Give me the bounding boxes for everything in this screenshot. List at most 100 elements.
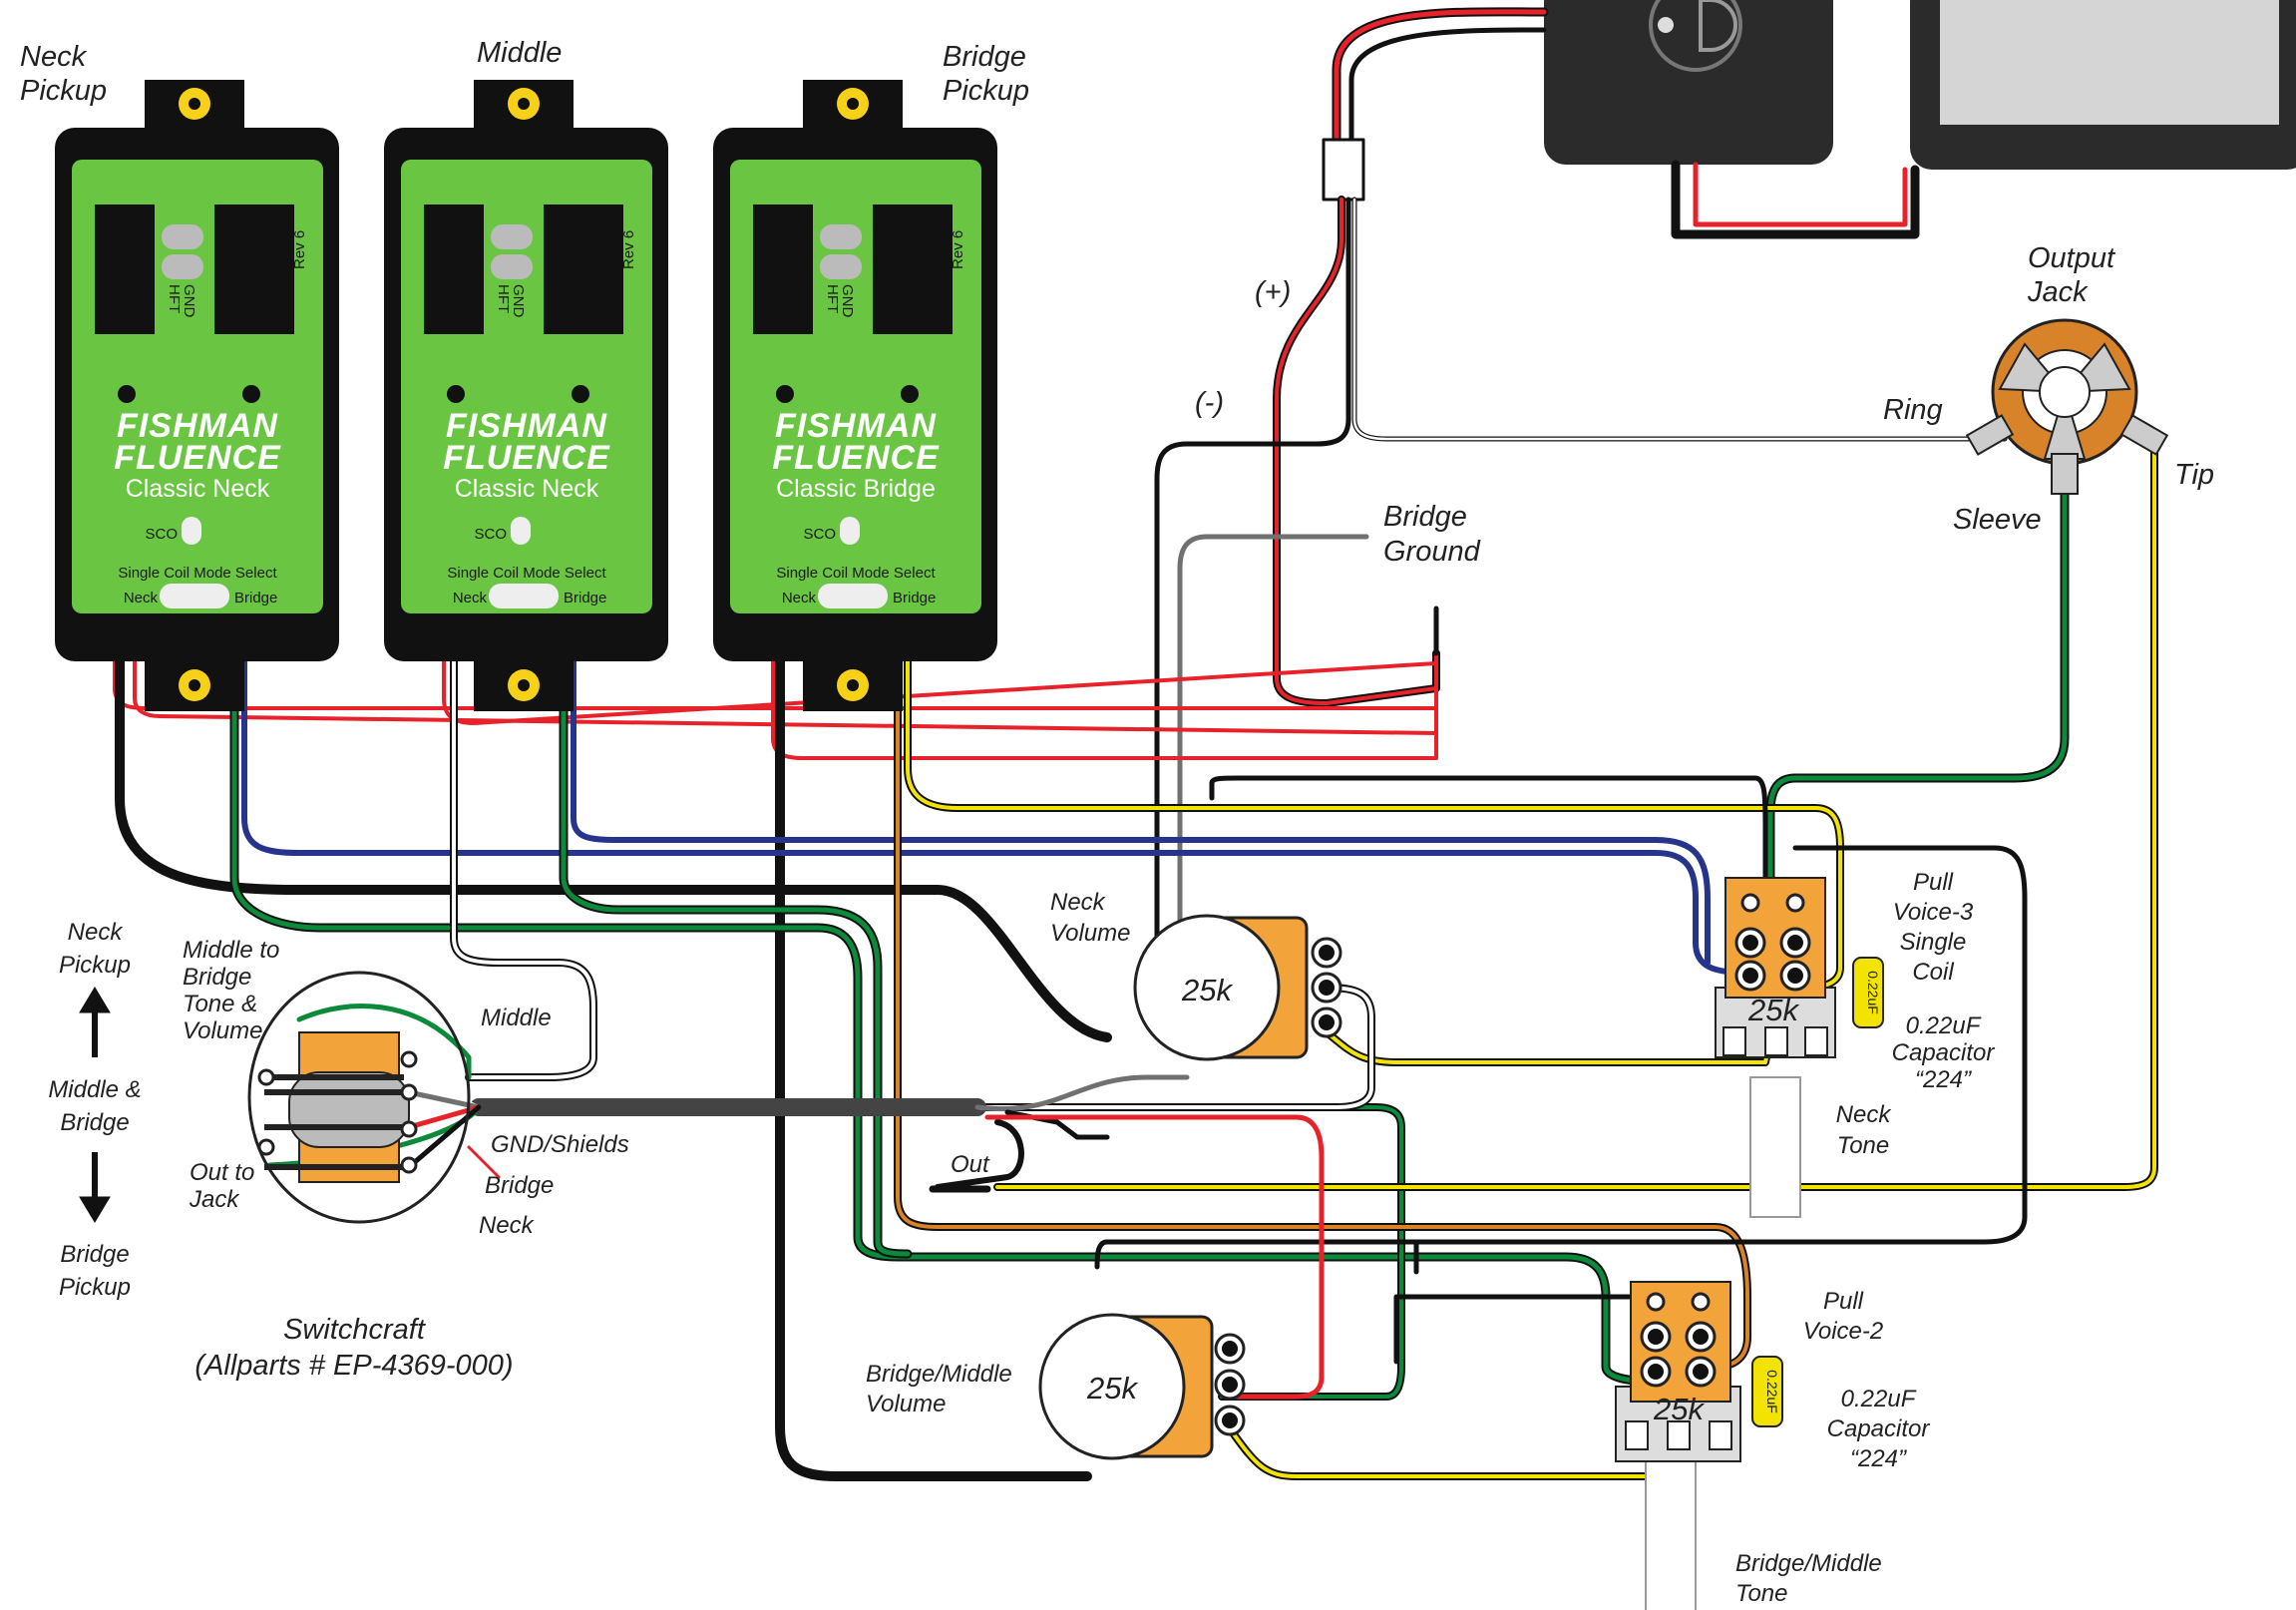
neck-tone-pot <box>1715 877 1836 1218</box>
switch-mb-label-2: Bridge <box>60 1109 129 1136</box>
neck-cap-text-3: “224” <box>1915 1066 1972 1093</box>
neck-black-wire <box>115 394 1112 1042</box>
switch-mb-label-1: Middle & <box>48 1076 141 1103</box>
battery-black-wire <box>1348 27 1547 153</box>
bm-cap-body: 0.22uF <box>1764 1370 1780 1413</box>
pickup-hft: HFT <box>824 284 841 313</box>
switchcraft-label-1: Switchcraft <box>283 1314 427 1346</box>
switchcraft-switch <box>247 971 471 1224</box>
pickup-left-tag: Neck <box>453 590 488 606</box>
neck-volume-label-2: Volume <box>1050 920 1130 947</box>
mtb-label-2: Bridge <box>183 964 251 991</box>
bridge-pickup-pcb: FISHMAN FLUENCE Classic Bridge SCO Singl… <box>753 204 966 608</box>
pickup-rev: Rev 6 <box>291 230 308 269</box>
neck-tone-value: 25k <box>1747 993 1799 1027</box>
bridge-ground-label-2: Ground <box>1383 536 1481 568</box>
pickup-rev: Rev 6 <box>620 230 637 269</box>
mtb-label-3: Tone & <box>183 991 257 1017</box>
mtb-label-4: Volume <box>183 1017 262 1044</box>
middle-blue-wire <box>571 386 1711 966</box>
pickup-gnd: GND <box>181 284 197 318</box>
neck-volume-value: 25k <box>1181 973 1233 1007</box>
pickup-left-tag: Neck <box>124 590 159 606</box>
pull-voice3-label-1: Pull <box>1913 869 1954 896</box>
bridge-pickup-title-2: Pickup <box>943 75 1029 107</box>
pickup-series: FLUENCE <box>114 439 281 477</box>
neck-cap-text-1: 0.22uF <box>1906 1012 1982 1039</box>
pickup-right-tag: Bridge <box>564 590 606 606</box>
middle-pickup <box>384 80 668 711</box>
bm-volume-pot <box>1038 1313 1246 1460</box>
plus-label: (+) <box>1255 276 1291 308</box>
pickup-mode-select: Single Coil Mode Select <box>118 565 277 582</box>
switch-bridge-label-2: Pickup <box>59 1274 131 1301</box>
bm-tone-label-2: Tone <box>1735 1580 1788 1607</box>
pickup-model: Classic Bridge <box>776 475 936 503</box>
minus-black-wire <box>1154 197 1351 941</box>
switch-middle-label: Middle <box>481 1005 552 1031</box>
neck-pickup-title-1: Neck <box>20 41 88 73</box>
pickup-hft: HFT <box>166 284 183 313</box>
neck-cap-text-2: Capacitor <box>1892 1039 1996 1066</box>
battery-cover <box>1910 0 2296 170</box>
switch-bridge-label-1: Bridge <box>60 1241 129 1268</box>
bm-cap-text-1: 0.22uF <box>1841 1386 1917 1412</box>
neck-volume-label-1: Neck <box>1050 889 1107 916</box>
bm-tone-pot <box>1615 1281 1741 1610</box>
bridge-ground-label-1: Bridge <box>1383 501 1467 533</box>
wires <box>113 7 2158 1481</box>
tip-label: Tip <box>2174 459 2214 491</box>
pickup-gnd: GND <box>510 284 527 318</box>
out-label: Out <box>951 1151 990 1178</box>
sleeve-label: Sleeve <box>1953 504 2042 536</box>
neck-tone-capacitor <box>1852 957 1884 1028</box>
output-jack-label-1: Output <box>2028 242 2116 274</box>
pickup-model: Classic Neck <box>126 475 270 503</box>
mtb-label-1: Middle to <box>183 937 279 964</box>
bridge-pickup-title-1: Bridge <box>943 41 1026 73</box>
neck-tone-label-1: Neck <box>1836 1101 1893 1128</box>
switch-neck-wire-label: Neck <box>479 1212 536 1239</box>
pickup-right-tag: Bridge <box>234 590 277 606</box>
neck-pickup-title-2: Pickup <box>20 75 107 107</box>
bm-volume-value: 25k <box>1086 1371 1138 1406</box>
pickup-brand: FISHMAN <box>446 407 607 445</box>
pickup-sco: SCO <box>474 526 507 543</box>
switch-arrows <box>79 987 111 1223</box>
pickup-sco: SCO <box>145 526 178 543</box>
output-jack <box>1965 318 2169 495</box>
neck-pickup <box>55 80 339 711</box>
pickup-series: FLUENCE <box>443 439 610 477</box>
switch-gnd-label: GND/Shields <box>491 1131 629 1158</box>
bm-cap-text-2: Capacitor <box>1827 1415 1931 1442</box>
bm-tone-capacitor <box>1751 1356 1783 1427</box>
ring-label: Ring <box>1883 394 1943 426</box>
minus-label: (-) <box>1195 387 1224 419</box>
sleeve-green-wire <box>1765 484 2070 898</box>
battery-connector <box>1322 138 1365 201</box>
switchcraft-label-2: (Allparts # EP-4369-000) <box>194 1350 513 1382</box>
middle-pickup-title: Middle <box>477 37 562 69</box>
pickup-model: Classic Neck <box>455 475 599 503</box>
bm-volume-label-1: Bridge/Middle <box>866 1361 1012 1388</box>
bm-tone-value: 25k <box>1653 1392 1705 1426</box>
pickup-sco: SCO <box>803 526 836 543</box>
pull-voice2-label-2: Voice-2 <box>1803 1318 1883 1345</box>
bridge-pickup <box>713 80 997 711</box>
bm-volume-label-2: Volume <box>866 1391 946 1417</box>
pickup-mode-select: Single Coil Mode Select <box>447 565 606 582</box>
pickup-series: FLUENCE <box>772 439 940 477</box>
battery-box <box>1544 0 1833 165</box>
pull-voice2-label-1: Pull <box>1823 1288 1864 1315</box>
bridge-black-wire <box>775 394 1092 1481</box>
pickup-right-tag: Bridge <box>893 590 936 606</box>
out-jack-label-2: Jack <box>189 1186 240 1213</box>
pull-voice3-label-4: Coil <box>1912 959 1954 986</box>
pickup-gnd: GND <box>839 284 856 318</box>
switch-bridge-wire-label: Bridge <box>485 1172 554 1199</box>
pickup-rev: Rev 6 <box>950 230 966 269</box>
neck-pickup-pcb: FISHMAN FLUENCE Classic Neck SCO Single … <box>95 204 308 608</box>
neck-cap-body: 0.22uF <box>1865 971 1881 1014</box>
pickup-hft: HFT <box>495 284 512 313</box>
